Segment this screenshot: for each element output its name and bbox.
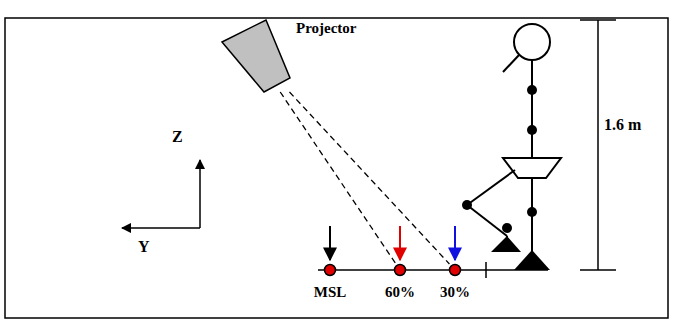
device-label: Projector <box>296 20 357 37</box>
cue-label: MSL <box>314 284 347 301</box>
msl-arrow <box>329 226 331 260</box>
axis-label: Z <box>172 128 183 146</box>
dot-shape <box>324 264 336 276</box>
ground-tick <box>485 262 487 278</box>
dimension-label: 1.6 m <box>604 116 641 134</box>
cue-label: 60% <box>385 284 415 301</box>
y-axis <box>122 227 200 229</box>
light-ray <box>289 92 449 264</box>
stick-figure <box>467 24 561 252</box>
joints <box>462 85 550 270</box>
dot-shape <box>449 264 461 276</box>
frame <box>5 18 668 318</box>
ground-line <box>318 269 548 271</box>
axis-label: Y <box>138 238 150 256</box>
cue-point: MSL <box>324 264 336 276</box>
cue-point: 60% <box>394 264 406 276</box>
cue-label: 30% <box>440 284 470 301</box>
height-dimension <box>580 20 616 270</box>
projector: Projector <box>222 20 290 92</box>
projector-shape <box>222 20 290 92</box>
red-arrow <box>399 226 401 260</box>
dot-shape <box>394 264 406 276</box>
z-axis <box>199 160 201 228</box>
light-ray <box>280 92 396 264</box>
cue-point: 30% <box>449 264 461 276</box>
blue-arrow <box>454 226 456 260</box>
